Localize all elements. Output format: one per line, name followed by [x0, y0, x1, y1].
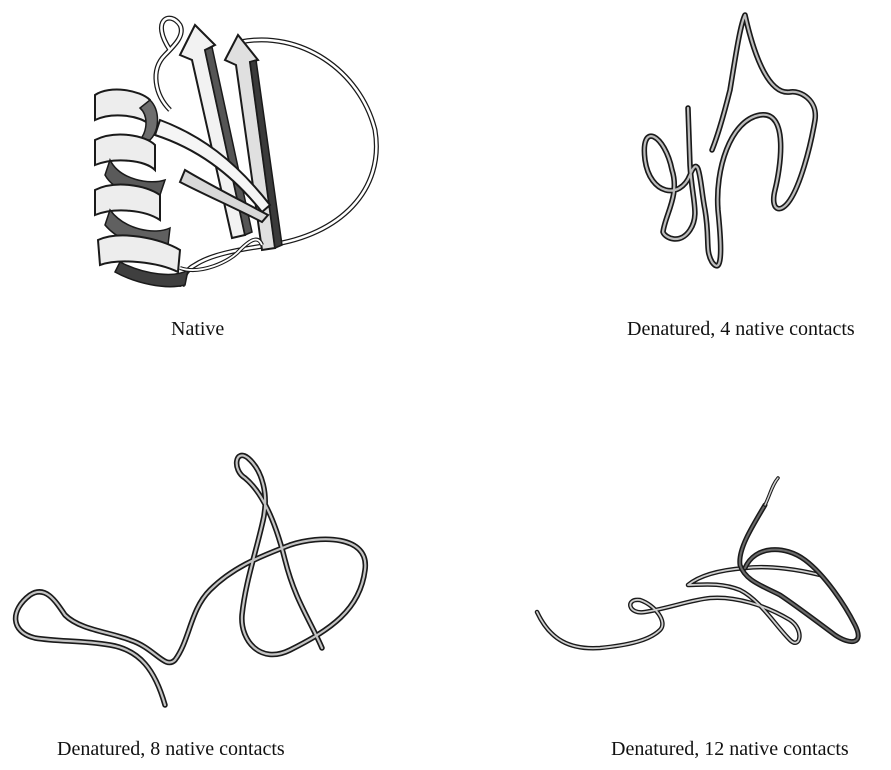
chain-12-outline	[537, 567, 820, 648]
chain-12-dark-loop	[740, 505, 858, 642]
chain-12-fill	[537, 567, 820, 648]
chain-12-dark-loop-fill	[740, 505, 858, 642]
caption-denatured-12: Denatured, 12 native contacts	[611, 738, 849, 761]
